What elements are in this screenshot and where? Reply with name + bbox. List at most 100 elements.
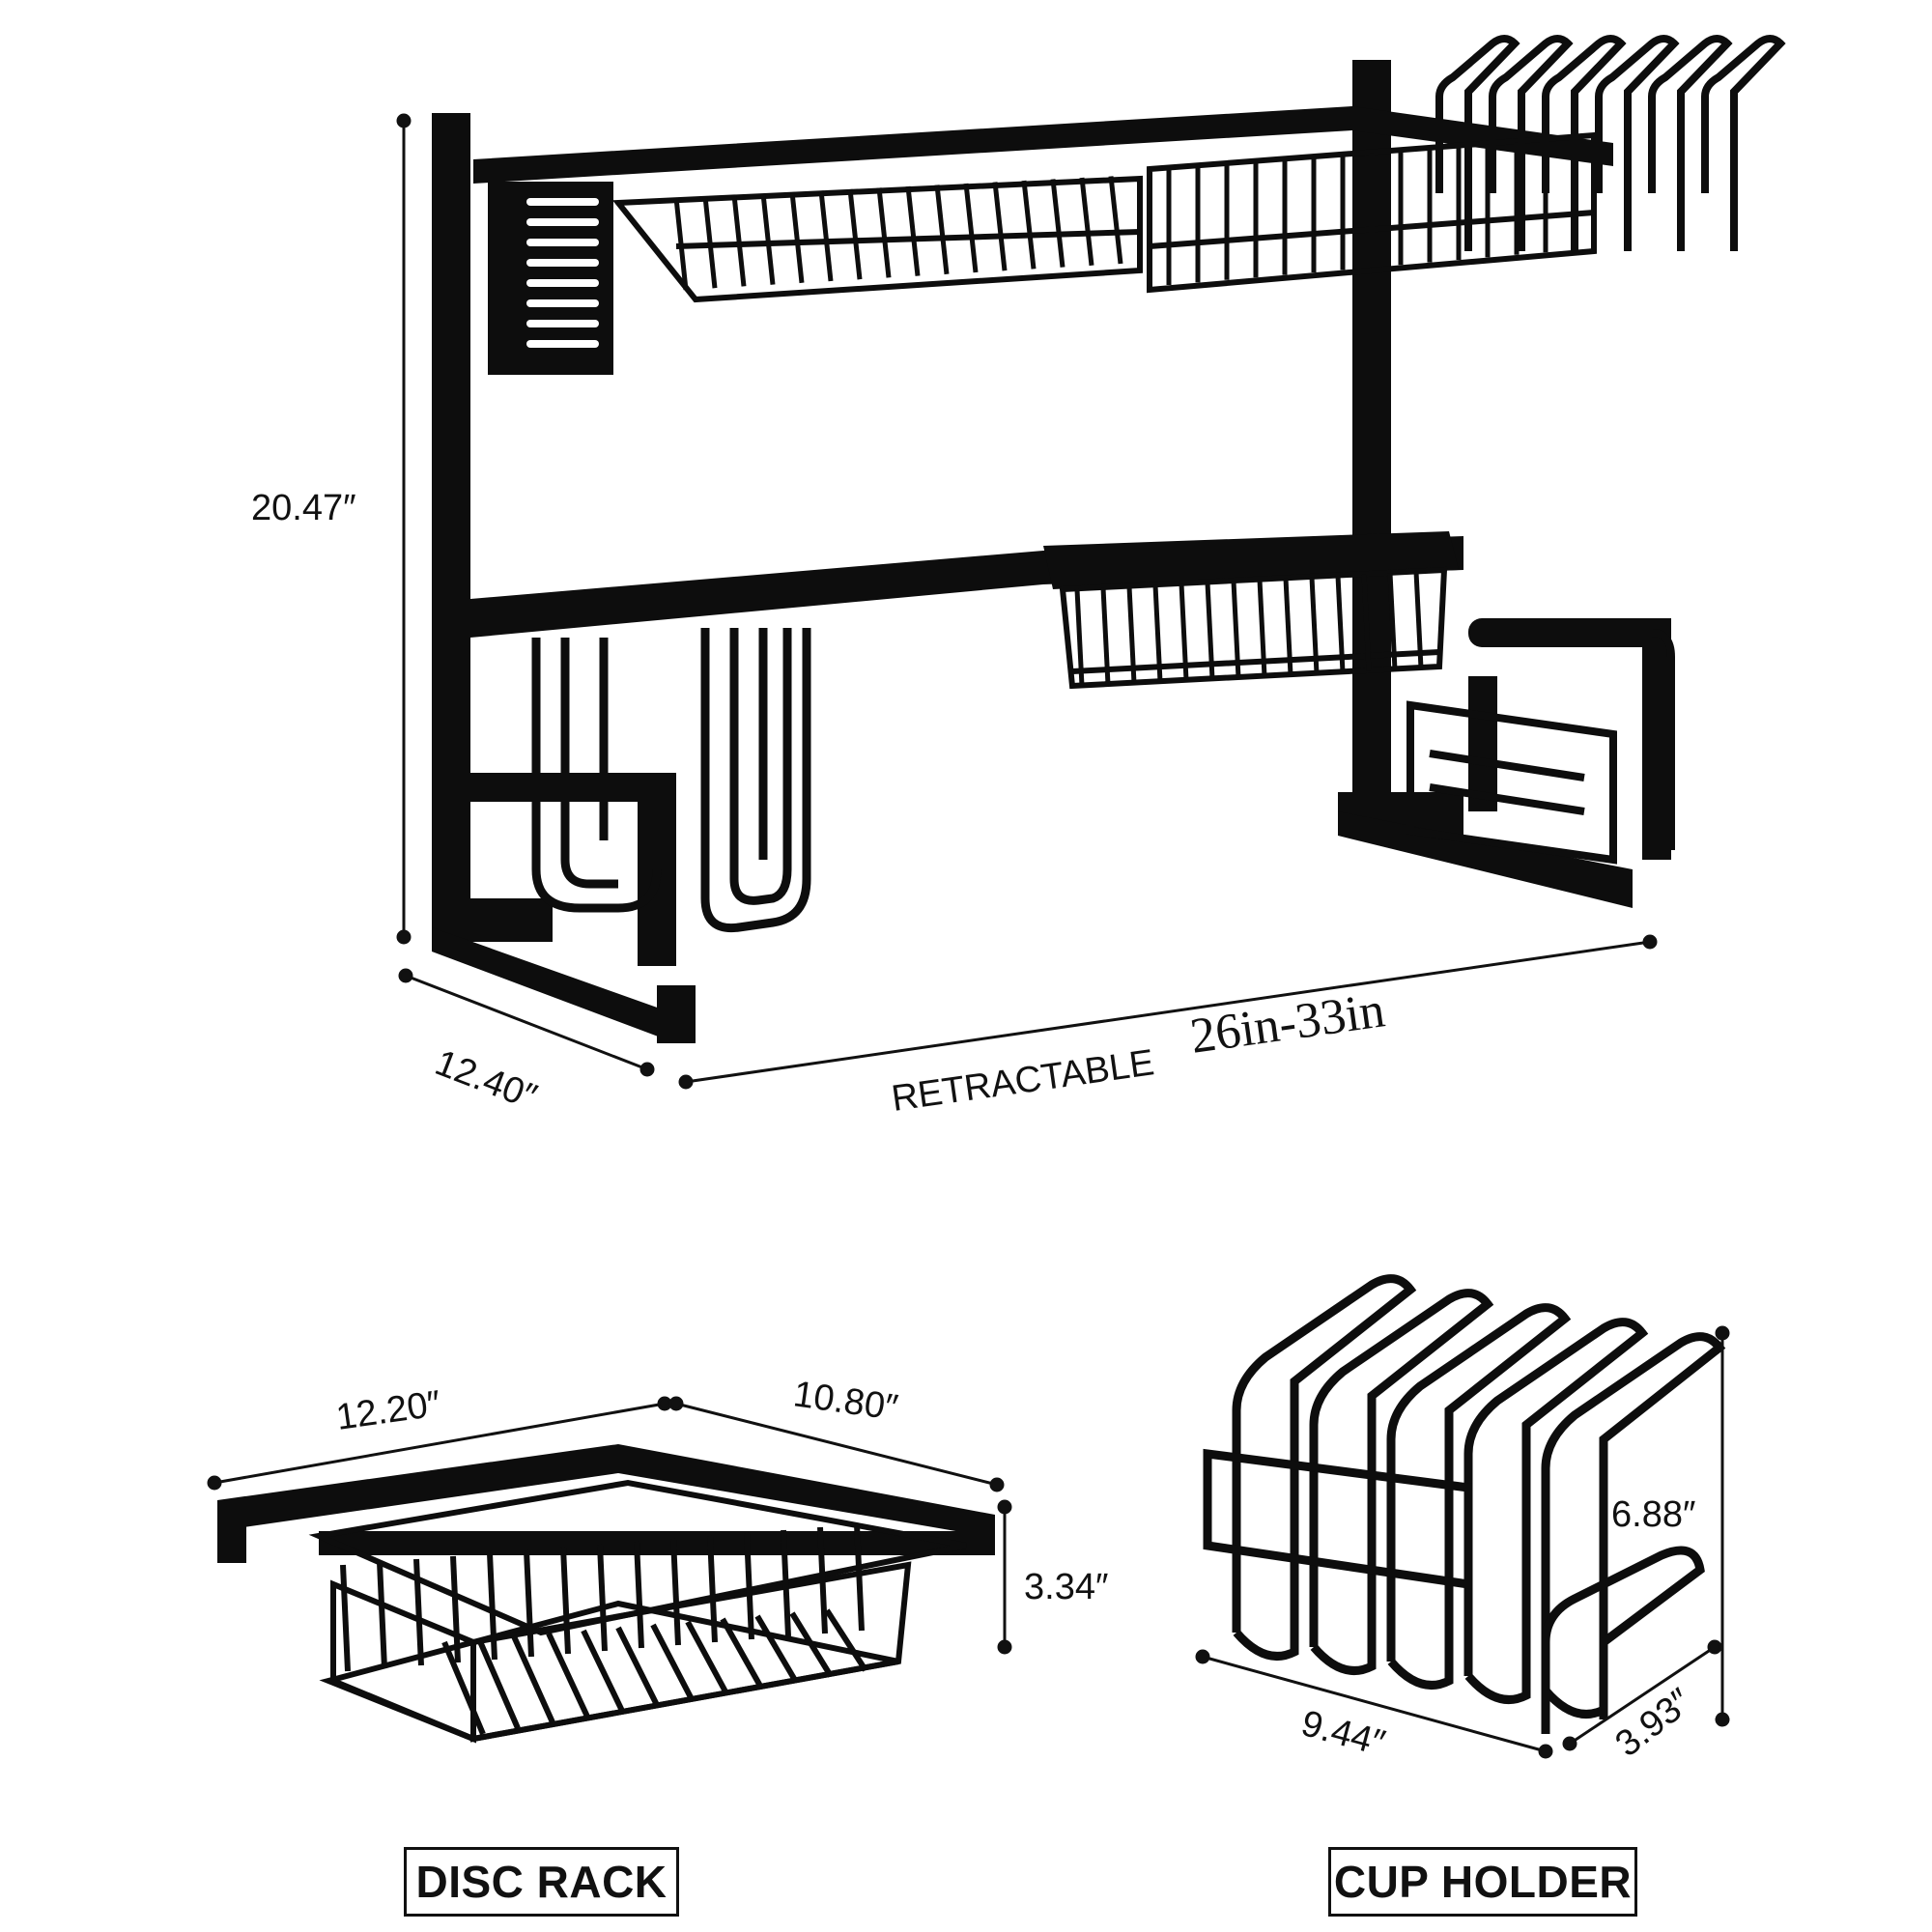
disc-rack-wire: [634, 1541, 644, 1649]
disc-rack-wire: [744, 1532, 754, 1640]
disc-rack-base-wire: [476, 1637, 521, 1730]
small-basket-wire: [1361, 574, 1372, 671]
utensil-slot: [526, 279, 599, 287]
disc-rack-wire: [487, 1552, 497, 1661]
top-basket-wire: [992, 182, 1008, 271]
cup-hook: [1489, 35, 1574, 251]
disc-rack-base-wire: [615, 1626, 660, 1707]
top-basket-wire: [760, 193, 776, 285]
utensil-slot: [526, 259, 599, 267]
disc-rack-base-wire: [546, 1632, 590, 1719]
top-basket-wire: [731, 194, 747, 287]
small-basket-wire: [1205, 582, 1215, 680]
disc-rack-base-wire: [581, 1629, 625, 1713]
main-rack-dimension-lines: [396, 113, 1658, 1090]
small-basket-wire: [1335, 575, 1346, 673]
cup-holder-dimension-lines: [1195, 1325, 1730, 1759]
cup-holder-front-prong: [1541, 1546, 1705, 1734]
small-basket-wire: [1152, 584, 1163, 682]
small-basket-wire: [1231, 581, 1241, 678]
cutting-board-holder: [1406, 629, 1675, 865]
disc-rack-wire: [450, 1555, 461, 1663]
top-basket-wire: [1050, 179, 1065, 268]
cup-holder-depth-label: 3.93″: [1608, 1681, 1700, 1765]
small-basket-wire: [1309, 577, 1320, 674]
main-rack-cup-hooks: [1435, 35, 1786, 251]
disc-rack-length-label: 12.20″: [333, 1383, 442, 1438]
disc-rack-wire: [817, 1526, 828, 1634]
utensil-slot: [526, 340, 599, 348]
main-rack-hanging-hooks: [531, 628, 811, 933]
disc-rack-base-wire: [650, 1623, 695, 1701]
top-basket-wire: [1108, 176, 1123, 265]
disc-rack-wire: [707, 1535, 718, 1643]
cup-holder-label: CUP HOLDER: [1328, 1847, 1637, 1917]
utensil-slot: [526, 218, 599, 226]
main-rack-width-range: 26in-33in: [1187, 982, 1388, 1065]
utensil-slot: [526, 198, 599, 206]
disc-rack-dimension-lines: [207, 1396, 1012, 1655]
cup-hook: [1435, 35, 1520, 251]
main-rack-illustration: [432, 60, 1671, 1043]
top-basket-wire: [789, 191, 805, 284]
cup-hook: [1542, 35, 1627, 251]
top-basket-wire: [702, 196, 718, 289]
top-basket-wire: [905, 185, 921, 276]
small-basket-wire: [1257, 580, 1267, 677]
disc-rack-wire: [524, 1549, 534, 1658]
main-rack-width-prefix: RETRACTABLE: [889, 1042, 1156, 1120]
top-basket-wire: [847, 188, 863, 280]
small-basket-wire: [1413, 571, 1424, 668]
top-basket-wire: [673, 197, 689, 291]
small-basket-wire: [1283, 578, 1293, 675]
cup-holder-height-label: 6.88″: [1611, 1494, 1695, 1535]
disc-rack-wire: [560, 1547, 571, 1655]
cup-holder-illustration: [1203, 1274, 1726, 1734]
cup-holder-prong: [1309, 1289, 1494, 1675]
top-basket-wire: [1021, 180, 1037, 270]
disc-rack-wire: [670, 1538, 681, 1646]
main-rack-small-basket-wires: [1074, 571, 1424, 687]
disc-rack-wire: [377, 1561, 387, 1669]
disc-rack-wire: [597, 1544, 608, 1652]
cup-holder-length-label: 9.44″: [1297, 1703, 1389, 1764]
top-basket-wire: [818, 190, 834, 282]
utensil-holder-slots: [526, 198, 599, 348]
main-rack-top-basket-wires: [673, 137, 1577, 291]
disc-rack-label: DISC RACK: [404, 1847, 679, 1917]
top-basket-wire: [934, 185, 950, 275]
disc-rack-wire: [340, 1564, 351, 1672]
disc-rack-base-wire: [720, 1617, 764, 1690]
utensil-slot: [526, 299, 599, 307]
cup-hook: [1648, 35, 1733, 251]
disc-rack-base-wire: [685, 1620, 729, 1695]
disc-rack-wire: [781, 1529, 791, 1637]
cup-holder-prong: [1541, 1332, 1726, 1719]
disc-rack-height-label: 3.34″: [1024, 1567, 1108, 1607]
small-basket-wire: [1179, 583, 1189, 681]
small-basket-wire: [1100, 587, 1111, 685]
top-basket-wire: [876, 187, 892, 278]
cup-holder-prong: [1463, 1318, 1649, 1704]
disc-rack-width-label: 10.80″: [791, 1374, 900, 1429]
small-basket-wire: [1074, 588, 1085, 687]
cup-hook: [1701, 35, 1786, 251]
disc-rack-wire: [413, 1558, 424, 1666]
disc-rack-base-wire: [441, 1640, 486, 1736]
disc-rack-wires: [340, 1523, 868, 1736]
cup-holder-prong: [1232, 1274, 1417, 1661]
small-basket-wire: [1387, 573, 1398, 670]
top-basket-wire: [1079, 177, 1094, 267]
disc-rack-base-wire: [754, 1614, 799, 1684]
main-rack-depth-label: 12.40″: [430, 1042, 542, 1118]
disc-rack-illustration: [217, 1444, 995, 1744]
disc-rack-base-wire: [789, 1611, 834, 1678]
disc-rack-base-wire: [511, 1634, 555, 1724]
utensil-slot: [526, 239, 599, 246]
top-basket-wire: [963, 183, 979, 273]
utensil-slot: [526, 320, 599, 327]
cup-hook: [1595, 35, 1680, 251]
disc-rack-base-wire: [824, 1608, 868, 1672]
cup-holder-prong: [1386, 1303, 1572, 1690]
